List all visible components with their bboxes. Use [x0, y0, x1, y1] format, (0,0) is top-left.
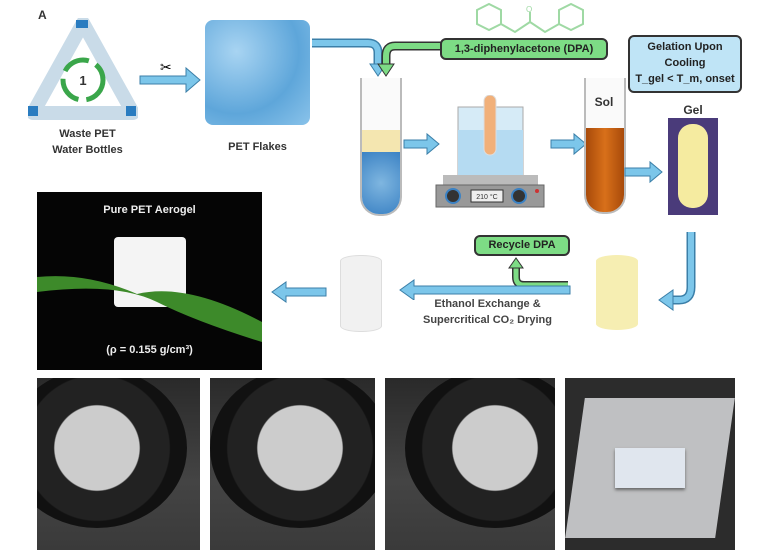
- waste-label-line2: Water Bottles: [52, 144, 123, 156]
- gelation-box: Gelation Upon Cooling T_gel < T_m, onset: [628, 35, 742, 93]
- cut-arrow: ✂: [139, 60, 201, 94]
- flattened-aerogel-photo: [565, 378, 735, 550]
- sol-tube: [584, 78, 626, 214]
- gel-photo: [668, 118, 718, 215]
- arrow-to-sol: [550, 132, 587, 156]
- aerogel-title: Pure PET Aerogel: [103, 204, 196, 216]
- tire-photo-2: [210, 378, 375, 550]
- panel-label: A: [38, 8, 47, 22]
- arrow-to-gel: [624, 160, 663, 184]
- sol-label: Sol: [594, 95, 614, 109]
- gel-label: Gel: [683, 103, 703, 117]
- svg-text:210 °C: 210 °C: [476, 193, 497, 201]
- scissors-icon: ✂: [160, 60, 172, 75]
- gelation-line3: T_gel < T_m, onset: [635, 73, 735, 85]
- dpa-label-box: 1,3-diphenylacetone (DPA): [440, 38, 608, 60]
- aerogel-density: (ρ = 0.155 g/cm³): [106, 344, 193, 356]
- exchange-arrows: [399, 257, 571, 300]
- pet-flakes-label: PET Flakes: [228, 141, 287, 153]
- feed-arrows: [312, 38, 442, 77]
- tire-photo-3: [385, 378, 555, 550]
- gelation-line1: Gelation Upon: [647, 41, 723, 53]
- svg-text:O: O: [526, 5, 532, 14]
- hotplate-beaker-icon: 210 °C: [435, 95, 545, 208]
- waste-label-line1: Waste PET: [59, 128, 116, 140]
- tire-photo-1: [37, 378, 200, 550]
- recycle-bottles-icon: 1: [28, 18, 138, 120]
- gel-cylinder: [596, 255, 638, 330]
- svg-text:1: 1: [79, 73, 86, 88]
- gelation-line2: Cooling: [664, 57, 706, 69]
- recycle-dpa-box: Recycle DPA: [474, 235, 570, 256]
- arrow-to-heat: [403, 132, 440, 156]
- dpa-structure-icon: O: [476, 2, 584, 34]
- exchange-line1: Ethanol Exchange &: [434, 298, 541, 310]
- aerogel-cylinder: [340, 255, 382, 332]
- test-tube-mixture: [360, 78, 402, 216]
- arrow-gel-down: [658, 232, 696, 311]
- aerogel-photo: Pure PET Aerogel (ρ = 0.155 g/cm³): [37, 192, 262, 370]
- exchange-line2: Supercritical CO₂ Drying: [423, 314, 552, 326]
- arrow-to-aerogel: [271, 281, 327, 303]
- pet-flakes-image: [205, 20, 310, 125]
